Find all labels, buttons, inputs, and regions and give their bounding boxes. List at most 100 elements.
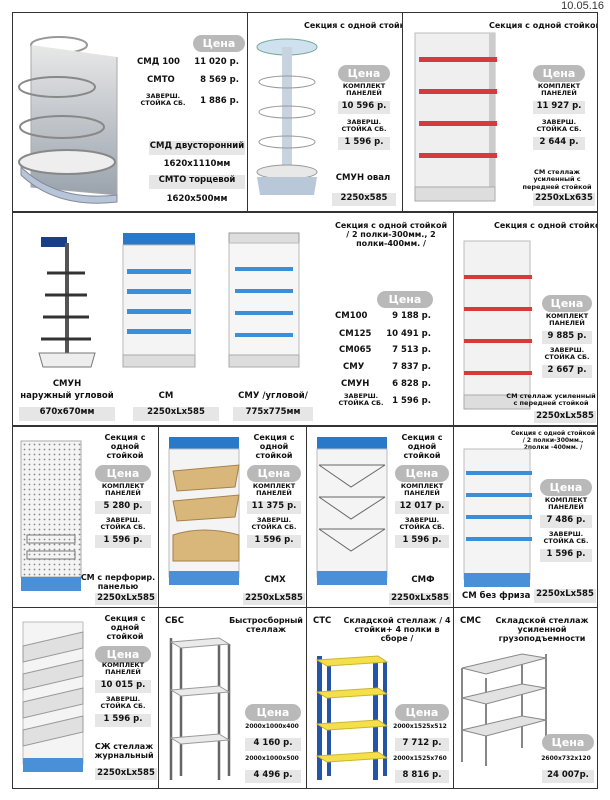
model-name: СЖ стеллаж журнальный: [94, 742, 154, 761]
price-label: Цена: [395, 704, 449, 721]
reinforced-shelf-image: [414, 32, 497, 202]
product-cell-smx: Секция с одной стойкой Цена КОМПЛЕКТ ПАН…: [158, 426, 307, 608]
item-price: 8 569 р.: [200, 75, 239, 85]
oval-shelf-image: [256, 38, 318, 195]
size-label: 2250xLx585: [243, 593, 305, 605]
price-label: Цена: [193, 35, 245, 52]
end-post-label: ЗАВЕРШ. СТОЙКА СБ.: [543, 530, 589, 546]
journal-shelf-image: [22, 621, 84, 772]
section-title: Секция с одной стойкой: [494, 221, 598, 230]
end-post-price: 1 596 р.: [338, 137, 390, 150]
end-post-label: ЗАВЕРШ. СТОЙКА СБ.: [536, 118, 582, 134]
size-label: 2250x585: [332, 193, 396, 206]
item-name: СМ125: [339, 329, 372, 339]
size-label: 2250xLx585: [95, 768, 157, 780]
product-cell-szh-journal: Секция с одной стойкой Цена КОМПЛЕКТ ПАН…: [12, 607, 159, 789]
size-option: 2000x1525x512: [393, 723, 447, 730]
price-label: Цена: [533, 65, 585, 82]
size-label: 2250xLx585: [133, 407, 219, 421]
section-title: Секция с одной стойкой: [304, 21, 402, 30]
panel-set-label: КОМПЛЕКТ ПАНЕЛЕЙ: [544, 496, 588, 512]
size-price: 8 816 р.: [395, 770, 449, 783]
model-name: СМУН: [52, 379, 82, 389]
size-label: 2250xLx585: [534, 589, 596, 603]
panel-set-price: 12 017 р.: [395, 501, 449, 514]
document-date: 10.05.16: [561, 0, 604, 12]
item-name: СМД 100: [137, 57, 180, 67]
item-price: 9 188 р.: [392, 311, 431, 321]
end-post-label: ЗАВЕРШ. СТОЙКА СБ.: [341, 118, 387, 134]
size-label: 2250xLx635: [533, 193, 595, 206]
section-title: Складской стеллаж / 4 стойки+ 4 полки в …: [343, 616, 451, 644]
corner-shelf-image: [38, 237, 96, 368]
size-label: 670x670мм: [19, 407, 115, 421]
item-name: СМУН: [341, 379, 370, 389]
product-cell-sms: СМС Складской стеллаж усиленной грузопод…: [453, 607, 598, 789]
product-cell-sm-no-frieze: Секция с одной стойкой / 2 полки-300мм.,…: [453, 426, 598, 608]
product-cell-smf: Секция с одной стойкой Цена КОМПЛЕКТ ПАН…: [306, 426, 454, 608]
section-title: Секция с одной стойкой / 2 полки-300мм.,…: [510, 430, 596, 451]
price-label: Цена: [542, 734, 594, 751]
model-desc: наружный угловой: [20, 391, 114, 401]
item-price: 1 596 р.: [392, 396, 431, 406]
size-label: 1620x1110мм: [163, 159, 231, 169]
item-name: СМТО: [147, 75, 175, 85]
end-post-price: 1 596 р.: [247, 535, 301, 548]
section-title: Складской стеллаж усиленной грузоподъемн…: [495, 616, 589, 644]
model-name: СМ стеллаж усиленный с передней стойкой: [506, 392, 596, 408]
model-code: СТС: [313, 616, 332, 626]
end-post-price: 1 596 р.: [95, 535, 151, 548]
panel-set-label: КОМПЛЕКТ ПАНЕЛЕЙ: [101, 482, 145, 498]
panel-set-label: КОМПЛЕКТ ПАНЕЛЕЙ: [537, 82, 581, 98]
panel-set-price: 10 015 р.: [95, 680, 151, 693]
end-post-price: 1 596 р.: [540, 549, 592, 562]
panel-set-price: 5 280 р.: [95, 501, 151, 514]
standard-shelf-image: [122, 233, 196, 368]
size-label: 2250xLx585: [389, 593, 451, 605]
model-name: СМУН овал: [335, 173, 391, 183]
item-name: ЗАВЕРШ. СТОЙКА СБ.: [140, 92, 186, 108]
product-cell-smd: Цена СМД 100 11 020 р. СМТО 8 569 р. ЗАВ…: [12, 12, 248, 212]
size-label: 2250xLx585: [95, 593, 157, 605]
end-post-label: ЗАВЕРШ. СТОЙКА СБ.: [544, 346, 590, 362]
price-label: Цена: [542, 295, 592, 312]
item-price: 11 020 р.: [194, 57, 239, 67]
item-name: СМУ: [343, 362, 365, 372]
reinforced-shelf-image: [463, 240, 532, 410]
item-name: СМ100: [335, 311, 368, 321]
panel-set-label: КОМПЛЕКТ ПАНЕЛЕЙ: [342, 82, 386, 98]
item-name: СМ065: [339, 345, 372, 355]
panel-set-price: 7 486 р.: [540, 515, 592, 528]
size-price: 24 007р.: [542, 770, 594, 783]
item-price: 6 828 р.: [392, 379, 431, 389]
heavy-duty-shelf-image: [461, 653, 547, 766]
end-post-label: ЗАВЕРШ. СТОЙКА СБ.: [100, 695, 146, 711]
size-option: 2000x1525x760: [393, 755, 447, 762]
price-label: Цена: [95, 646, 151, 663]
size-price: 4 496 р.: [245, 770, 301, 783]
panel-set-price: 11 927 р.: [533, 101, 585, 114]
end-post-price: 1 596 р.: [395, 535, 449, 548]
round-shelf-image: [18, 36, 118, 204]
section-title: Секция с одной стойкой / 2 полки-300мм.,…: [334, 221, 448, 249]
section-title: Секция с одной стойкой: [401, 433, 443, 461]
item-price: 1 886 р.: [200, 96, 239, 106]
price-label: Цена: [338, 65, 390, 82]
size-option: 2000x1000x500: [245, 755, 299, 762]
item-price: 10 491 р.: [386, 329, 431, 339]
section-title: Секция с одной стойкой: [253, 433, 295, 461]
section-title: Быстросборный стеллаж: [229, 616, 303, 635]
panel-set-label: КОМПЛЕКТ ПАНЕЛЕЙ: [101, 661, 145, 677]
end-post-label: ЗАВЕРШ. СТОЙКА СБ.: [100, 516, 146, 532]
model-name: СМУ /угловой/: [238, 391, 308, 401]
panel-set-price: 11 375 р.: [247, 501, 301, 514]
section-title: Секция с одной стойкой: [104, 433, 146, 461]
price-label: Цена: [377, 291, 433, 308]
product-cell-sm-reinforced-2: Секция с одной стойкой Цена КОМПЛЕКТ ПАН…: [453, 212, 598, 426]
no-frieze-shelf-image: [463, 448, 532, 587]
panel-set-label: КОМПЛЕКТ ПАНЕЛЕЙ: [252, 482, 296, 498]
panel-set-label: КОМПЛЕКТ ПАНЕЛЕЙ: [400, 482, 444, 498]
product-cell-sm-perforated: Секция с одной стойкой Цена КОМПЛЕКТ ПАН…: [12, 426, 159, 608]
model-name: СМ: [158, 391, 174, 401]
section-title: Секция с одной стойкой: [104, 614, 146, 642]
